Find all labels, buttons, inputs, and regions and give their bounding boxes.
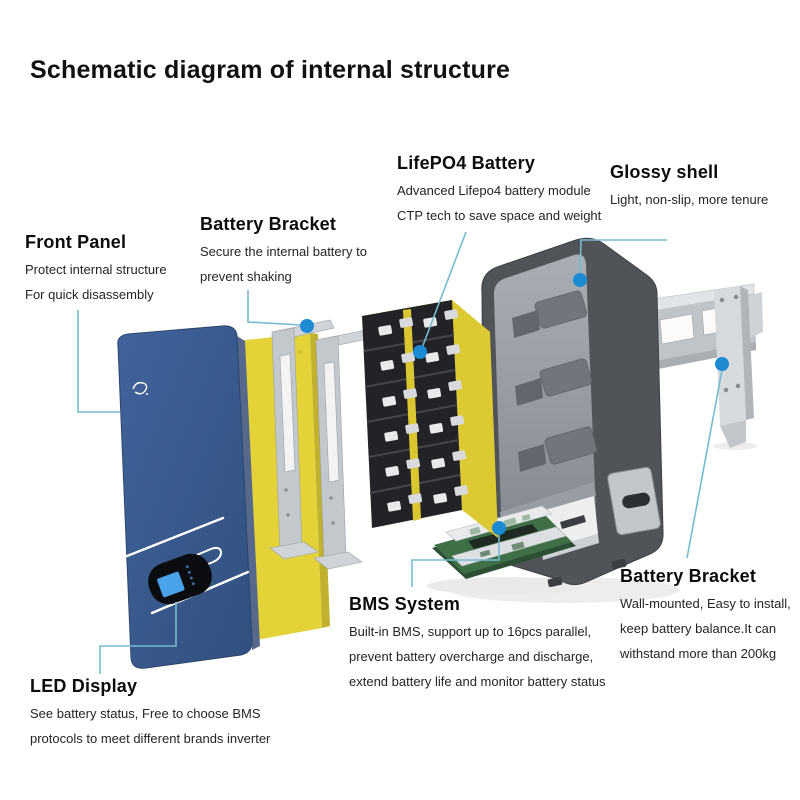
label-line: protocols to meet different brands inver… — [30, 731, 271, 746]
label-title: Front Panel — [25, 232, 127, 252]
leader-bracket-right — [686, 369, 723, 559]
led-display-icon — [148, 553, 212, 605]
label-led-display: LED Display See battery status, Free to … — [30, 676, 310, 757]
label-line: extend battery life and monitor battery … — [349, 674, 606, 689]
leader-bracket-top — [247, 290, 302, 326]
label-line: Advanced Lifepo4 battery module — [397, 183, 591, 198]
label-title: Glossy shell — [610, 162, 719, 182]
label-line: Secure the internal battery to — [200, 244, 367, 259]
leader-front-panel — [77, 310, 120, 413]
label-line: For quick disassembly — [25, 287, 154, 302]
label-battery-bracket-top: Battery Bracket Secure the internal batt… — [200, 214, 400, 295]
ground-shadow — [427, 442, 757, 603]
leader-glossy-shell — [579, 239, 667, 277]
label-line: Light, non-slip, more tenure — [610, 192, 769, 207]
leader-led — [99, 602, 177, 674]
label-lifepo4-battery: LifePO4 Battery Advanced Lifepo4 battery… — [397, 153, 612, 234]
label-line: Built-in BMS, support up to 16pcs parall… — [349, 624, 592, 639]
leader-dot-bracket-top — [300, 319, 314, 333]
leader-dot-lifepo4 — [413, 345, 427, 359]
label-title: Battery Bracket — [200, 214, 337, 234]
label-line: withstand more than 200kg — [620, 646, 777, 661]
front-panel-icon — [117, 325, 260, 669]
leader-dot-bracket-right — [715, 357, 729, 371]
label-title: LED Display — [30, 676, 138, 696]
leader-dot-glossy-shell — [573, 273, 587, 287]
leader-dots — [300, 273, 729, 535]
leader-lines — [77, 231, 723, 674]
glossy-shell-icon — [481, 237, 664, 587]
label-title: LifePO4 Battery — [397, 153, 536, 173]
label-line: prevent battery overcharge and discharge… — [349, 649, 594, 664]
label-front-panel: Front Panel Protect internal structure F… — [25, 232, 205, 313]
label-line: See battery status, Free to choose BMS — [30, 706, 261, 721]
battery-module-icon — [362, 300, 498, 538]
battery-bracket-rails-icon — [269, 319, 377, 570]
label-battery-bracket-right: Battery Bracket Wall-mounted, Easy to in… — [620, 566, 800, 672]
label-title: BMS System — [349, 594, 461, 614]
brand-logo — [132, 381, 148, 395]
leader-dot-bms — [492, 521, 506, 535]
label-line: prevent shaking — [200, 269, 292, 284]
label-title: Battery Bracket — [620, 566, 757, 586]
label-line: keep battery balance.It can — [620, 621, 777, 636]
label-line: Protect internal structure — [25, 262, 167, 277]
label-line: Wall-mounted, Easy to install, — [620, 596, 791, 611]
label-line: CTP tech to save space and weight — [397, 208, 602, 223]
page-title: Schematic diagram of internal structure — [30, 56, 511, 84]
label-glossy-shell: Glossy shell Light, non-slip, more tenur… — [610, 162, 795, 218]
wall-mount-bracket-icon — [645, 283, 763, 448]
label-bms-system: BMS System Built-in BMS, support up to 1… — [349, 594, 609, 700]
leader-bms — [411, 534, 500, 587]
leader-lifepo4 — [421, 231, 467, 349]
